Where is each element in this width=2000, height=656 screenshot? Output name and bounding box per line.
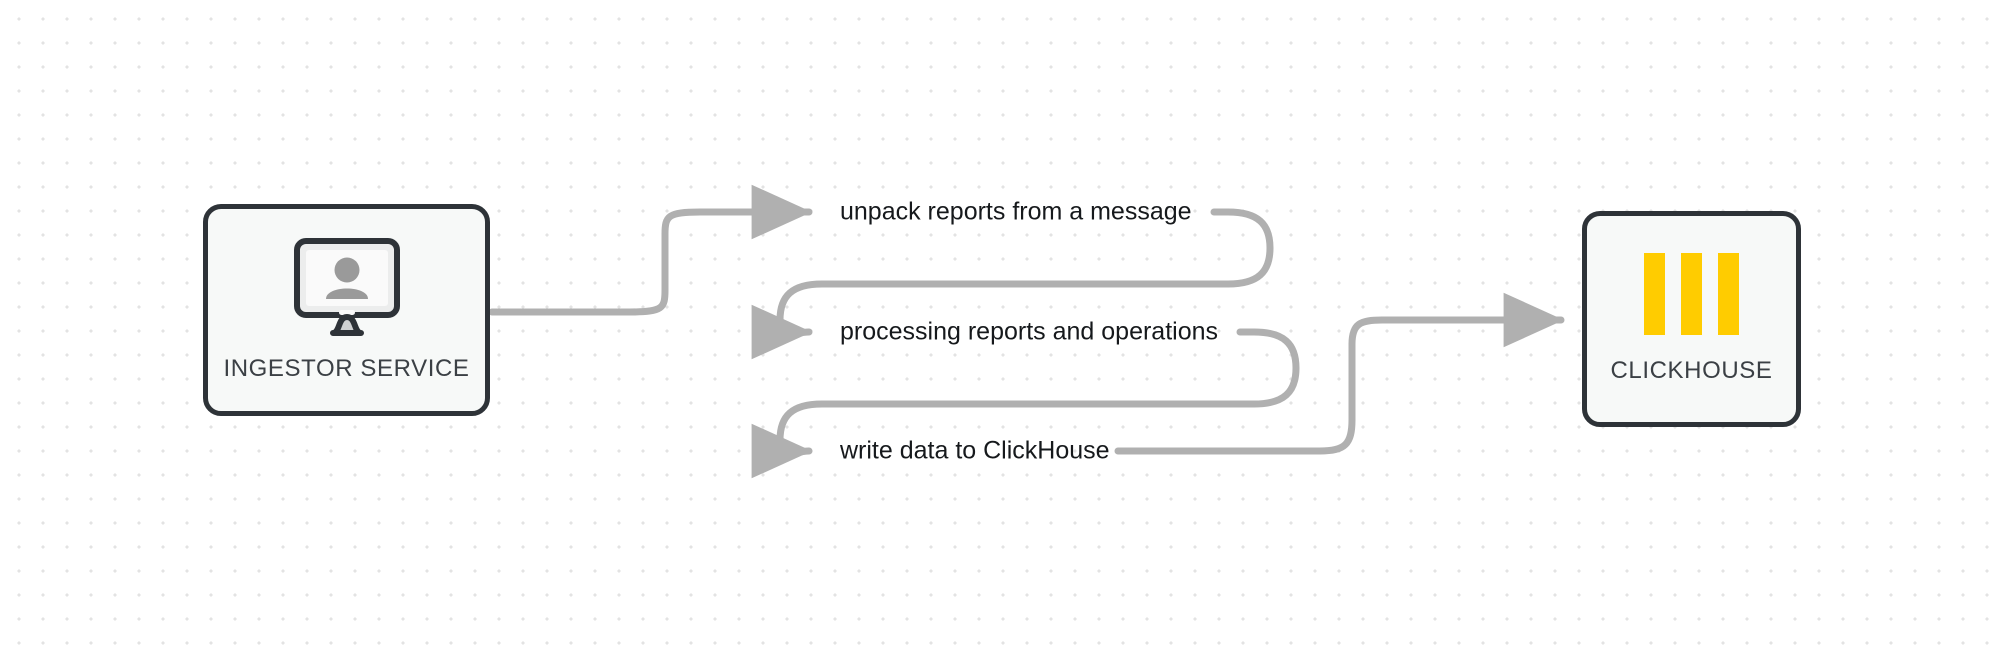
clickhouse-logo-bar — [1718, 253, 1739, 335]
edge-write-to-clickhouse — [1114, 292, 1565, 455]
edge-label-unpack: unpack reports from a message — [840, 197, 1192, 226]
label-mask-write — [828, 434, 1066, 468]
monitor-user-icon — [292, 237, 402, 337]
edge-label-processing: processing reports and operations — [840, 317, 1219, 346]
clickhouse-logo-bar — [1644, 253, 1665, 335]
edge-label-write: write data to ClickHouse — [840, 436, 1110, 465]
label-mask-unpack — [828, 195, 1120, 229]
label-mask-processing — [828, 315, 1150, 349]
node-label-ingestor: INGESTOR SERVICE — [223, 355, 470, 382]
node-clickhouse[interactable]: CLICKHOUSE — [1582, 211, 1801, 427]
edge-unpack-uturn — [751, 208, 1274, 360]
node-label-clickhouse: CLICKHOUSE — [1610, 357, 1773, 384]
node-ingestor-service[interactable]: INGESTOR SERVICE — [203, 204, 490, 416]
clickhouse-logo-bar — [1681, 253, 1702, 335]
clickhouse-logo-icon — [1644, 253, 1739, 335]
edge-processing-uturn — [751, 328, 1300, 479]
edge-ingestor-to-unpack — [488, 184, 813, 316]
